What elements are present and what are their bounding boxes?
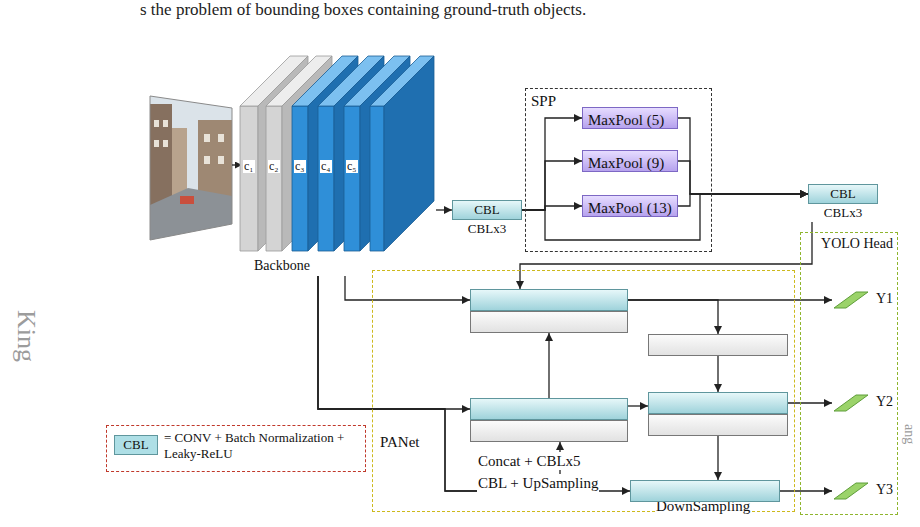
cbl-shape: CBL [808,184,878,204]
box-label: MaxPool (9) [588,154,664,172]
block-label: Backbone [254,258,310,275]
downsample-box: DownSampling [648,334,788,356]
image-window [218,156,224,164]
panet-region: PANetConcat + CBLx5CBL + UpSamplingDownS… [372,270,795,512]
image-car [180,196,194,204]
flow-arrow [628,405,648,406]
legend-swatch: CBL [114,435,158,455]
watermark: King [11,310,42,362]
downsample-box: DownSampling [648,414,788,436]
feature-map-front [266,106,282,251]
watermark: ang [900,424,917,444]
feature-maps [240,56,434,251]
image-window [154,140,159,147]
image-window [204,156,210,164]
flow-arrow [520,222,812,289]
flow-arrow [678,161,808,194]
flow-arrow [522,161,582,210]
box-label: Concat + CBLx5 [477,452,582,470]
region-label: SPP [531,92,556,110]
cbl-block: CBL CBLx3 [808,184,878,222]
image-road [150,188,232,245]
flow-arrow [717,356,718,392]
feature-level-label: c₅ [346,160,358,173]
flow-arrow [345,276,470,300]
output-bar [834,292,868,308]
feature-map-front [240,106,258,251]
output-label: Y1 [876,291,893,308]
feature-level-label: c₄ [320,160,332,173]
concat-box: Concat + CBLx5 [470,289,628,311]
concat-box: Concat + CBLx5 [470,398,628,420]
image-window [154,120,159,127]
feature-map-front [370,106,384,251]
cbl-block: CBL CBLx3 [452,200,522,238]
concat-box: Concat + CBLx5 [648,392,788,414]
maxpool-box: MaxPool (9) [582,150,678,172]
feature-level-label: c₂ [268,160,280,173]
flow-arrow [678,194,808,206]
legend-text: = CONV + Batch Normalization + Leaky-ReL… [164,430,360,463]
image-window [163,140,168,147]
body-text: s the problem of bounding boxes containi… [140,0,586,20]
feature-map-side [384,56,434,251]
image-window [218,134,224,142]
box-label: MaxPool (13) [588,199,672,217]
flow-arrow [628,300,718,334]
flow-arrow [436,209,452,210]
box-label: CBL + UpSampling [477,474,599,492]
block-label: CBL [474,202,499,218]
maxpool-box: MaxPool (13) [582,195,678,217]
maxpool-box: MaxPool (5) [582,107,678,129]
upsample-box: CBL + UpSampling [470,420,628,442]
flow-arrow [522,118,582,210]
flow-arrow [522,194,808,240]
output-label: Y2 [876,394,893,411]
box-label: MaxPool (5) [588,111,664,129]
output-node: Y2 [832,392,895,414]
output-bar [834,395,868,411]
feature-level-label: c₃ [294,160,306,173]
spp-region: SPP MaxPool (5) MaxPool (9) MaxPool (13) [525,88,712,252]
feature-map-front [292,106,308,251]
head-region: YOLO HeadY1Y2Y3 [800,232,898,515]
output-node: Y1 [832,289,895,311]
backbone-block: Backbone [236,36,436,276]
concat-box: Concat + CBLx5 [630,480,780,502]
output-bar [834,483,868,499]
flow-arrow [780,490,832,491]
upsample-box: CBL + UpSampling [470,311,628,333]
caption-text: CBLx3 [452,221,522,237]
flow-arrow [548,333,549,398]
block-label: CBL [830,186,855,202]
flow-arrow [678,118,808,194]
flow-arrow [717,436,718,480]
region-label: YOLO Head [821,236,893,253]
image-sky [150,88,234,248]
cbl-shape: CBL [452,200,522,220]
flow-arrow [318,276,630,491]
image-window [163,120,168,127]
feature-map-front [344,106,360,251]
legend-box: CBL = CONV + Batch Normalization + Leaky-… [106,425,366,472]
feature-map-front [318,106,334,251]
input-image [150,88,234,248]
feature-level-label: c₁ [243,160,255,173]
legend-sample-label: CBL [123,437,148,453]
flow-arrow [318,276,470,409]
output-label: Y3 [876,482,893,499]
region-label: PANet [379,433,420,451]
image-window [204,134,210,142]
output-node: Y3 [832,480,895,502]
caption-text: CBLx3 [808,205,878,221]
image-frame [150,96,232,240]
